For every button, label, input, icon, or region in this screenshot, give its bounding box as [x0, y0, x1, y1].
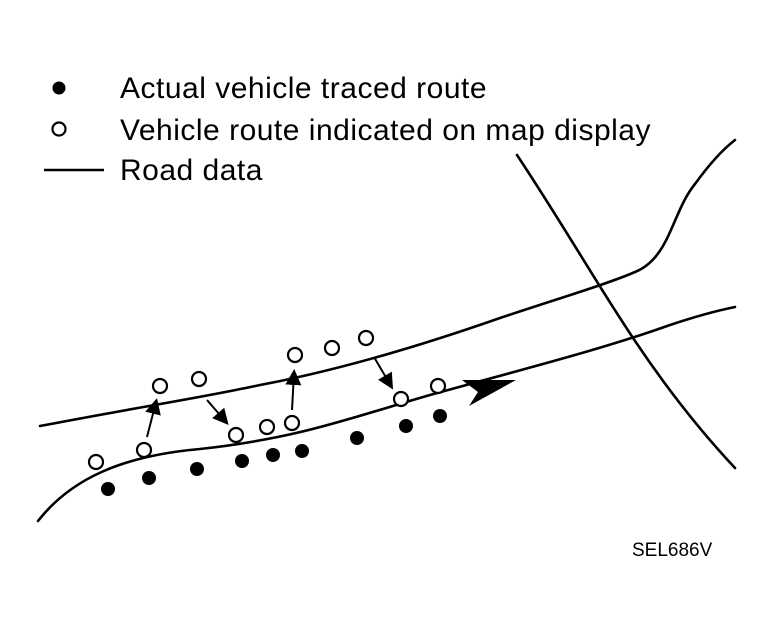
- travel-direction-arrow: [462, 380, 516, 406]
- legend-filled-dot-icon: [52, 81, 66, 95]
- direction-arrowhead-icon: [462, 380, 516, 406]
- indicated-route-point: [258, 418, 276, 436]
- road-crossing: [515, 153, 737, 470]
- correction-arrow-up-icon: [145, 398, 161, 438]
- legend-actual-label: Actual vehicle traced route: [120, 72, 487, 105]
- actual-route-point: [295, 444, 309, 458]
- legend-indicated-label: Vehicle route indicated on map display: [120, 114, 651, 147]
- indicated-route-point: [323, 339, 341, 357]
- figure-code: SEL686V: [632, 540, 713, 561]
- indicated-route-point: [227, 426, 245, 444]
- indicated-route-point: [87, 453, 105, 471]
- legend-road-label: Road data: [120, 154, 263, 187]
- correction-arrow-down-icon: [373, 356, 394, 390]
- indicated-route-point: [429, 377, 447, 395]
- road-network: [36, 138, 737, 523]
- correction-arrow-up-icon: [285, 369, 302, 411]
- actual-route-point: [142, 471, 156, 485]
- indicated-route-point: [283, 414, 301, 432]
- actual-route-points: [101, 409, 447, 496]
- legend: Actual vehicle traced route Vehicle rout…: [44, 72, 651, 187]
- actual-route-point: [266, 448, 280, 462]
- road-upper: [38, 138, 737, 428]
- correction-arrow-down-icon: [206, 399, 229, 426]
- actual-route-point: [235, 454, 249, 468]
- actual-route-point: [350, 431, 364, 445]
- legend-open-dot-icon: [51, 121, 67, 137]
- indicated-route-point: [357, 329, 375, 347]
- indicated-route-points: [87, 329, 447, 471]
- actual-route-point: [101, 482, 115, 496]
- road-lower: [36, 305, 737, 523]
- actual-route-point: [433, 409, 447, 423]
- indicated-route-point: [286, 346, 304, 364]
- indicated-route-point: [135, 441, 153, 459]
- actual-route-point: [399, 419, 413, 433]
- correction-arrows: [145, 356, 394, 438]
- indicated-route-point: [190, 370, 208, 388]
- actual-route-point: [190, 462, 204, 476]
- indicated-route-point: [151, 377, 169, 395]
- indicated-route-point: [392, 390, 410, 408]
